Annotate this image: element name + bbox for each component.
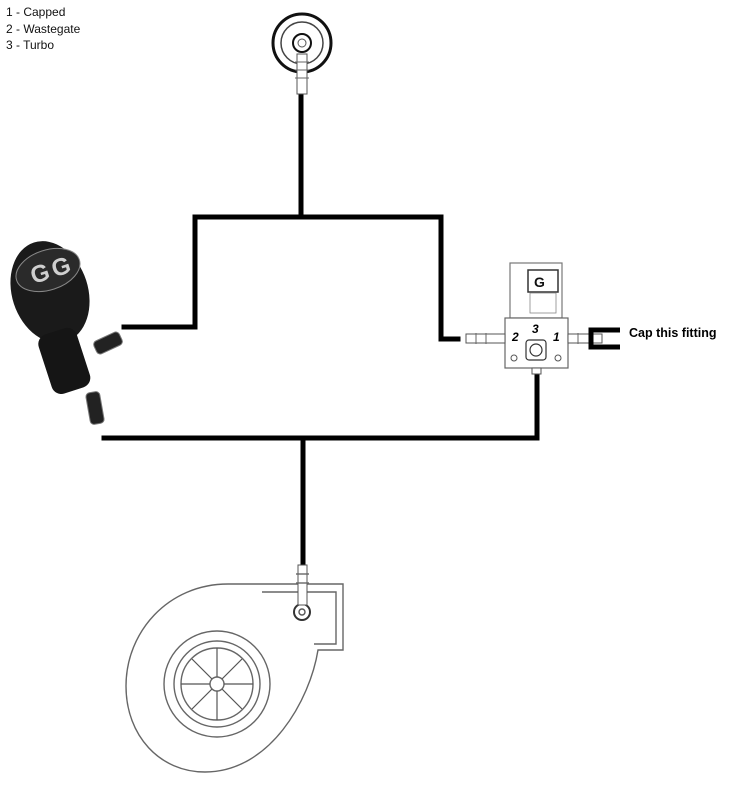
boost-control-solenoid-icon: G: [465, 262, 603, 375]
svg-text:G: G: [534, 274, 545, 290]
cap-fitting-note: Cap this fitting: [629, 326, 717, 340]
hose-upper-branch: [121, 214, 461, 342]
port-1-label: 1: [553, 330, 560, 344]
legend: 1 - Capped 2 - Wastegate 3 - Turbo: [6, 4, 80, 54]
port-2-label: 2: [512, 330, 519, 344]
legend-item-capped: 1 - Capped: [6, 5, 66, 19]
fitting-cap-icon: [588, 327, 620, 350]
blow-off-valve-icon: G G: [10, 241, 123, 425]
turbocharger-icon: [125, 564, 344, 773]
hose-lines: [101, 92, 540, 566]
hose-lower-branch: [101, 371, 540, 441]
legend-item-wastegate: 2 - Wastegate: [6, 21, 81, 36]
wastegate-fitting-icon: [271, 12, 333, 95]
port-3-label: 3: [532, 322, 539, 336]
legend-item-turbo: 3 - Turbo: [6, 38, 55, 52]
